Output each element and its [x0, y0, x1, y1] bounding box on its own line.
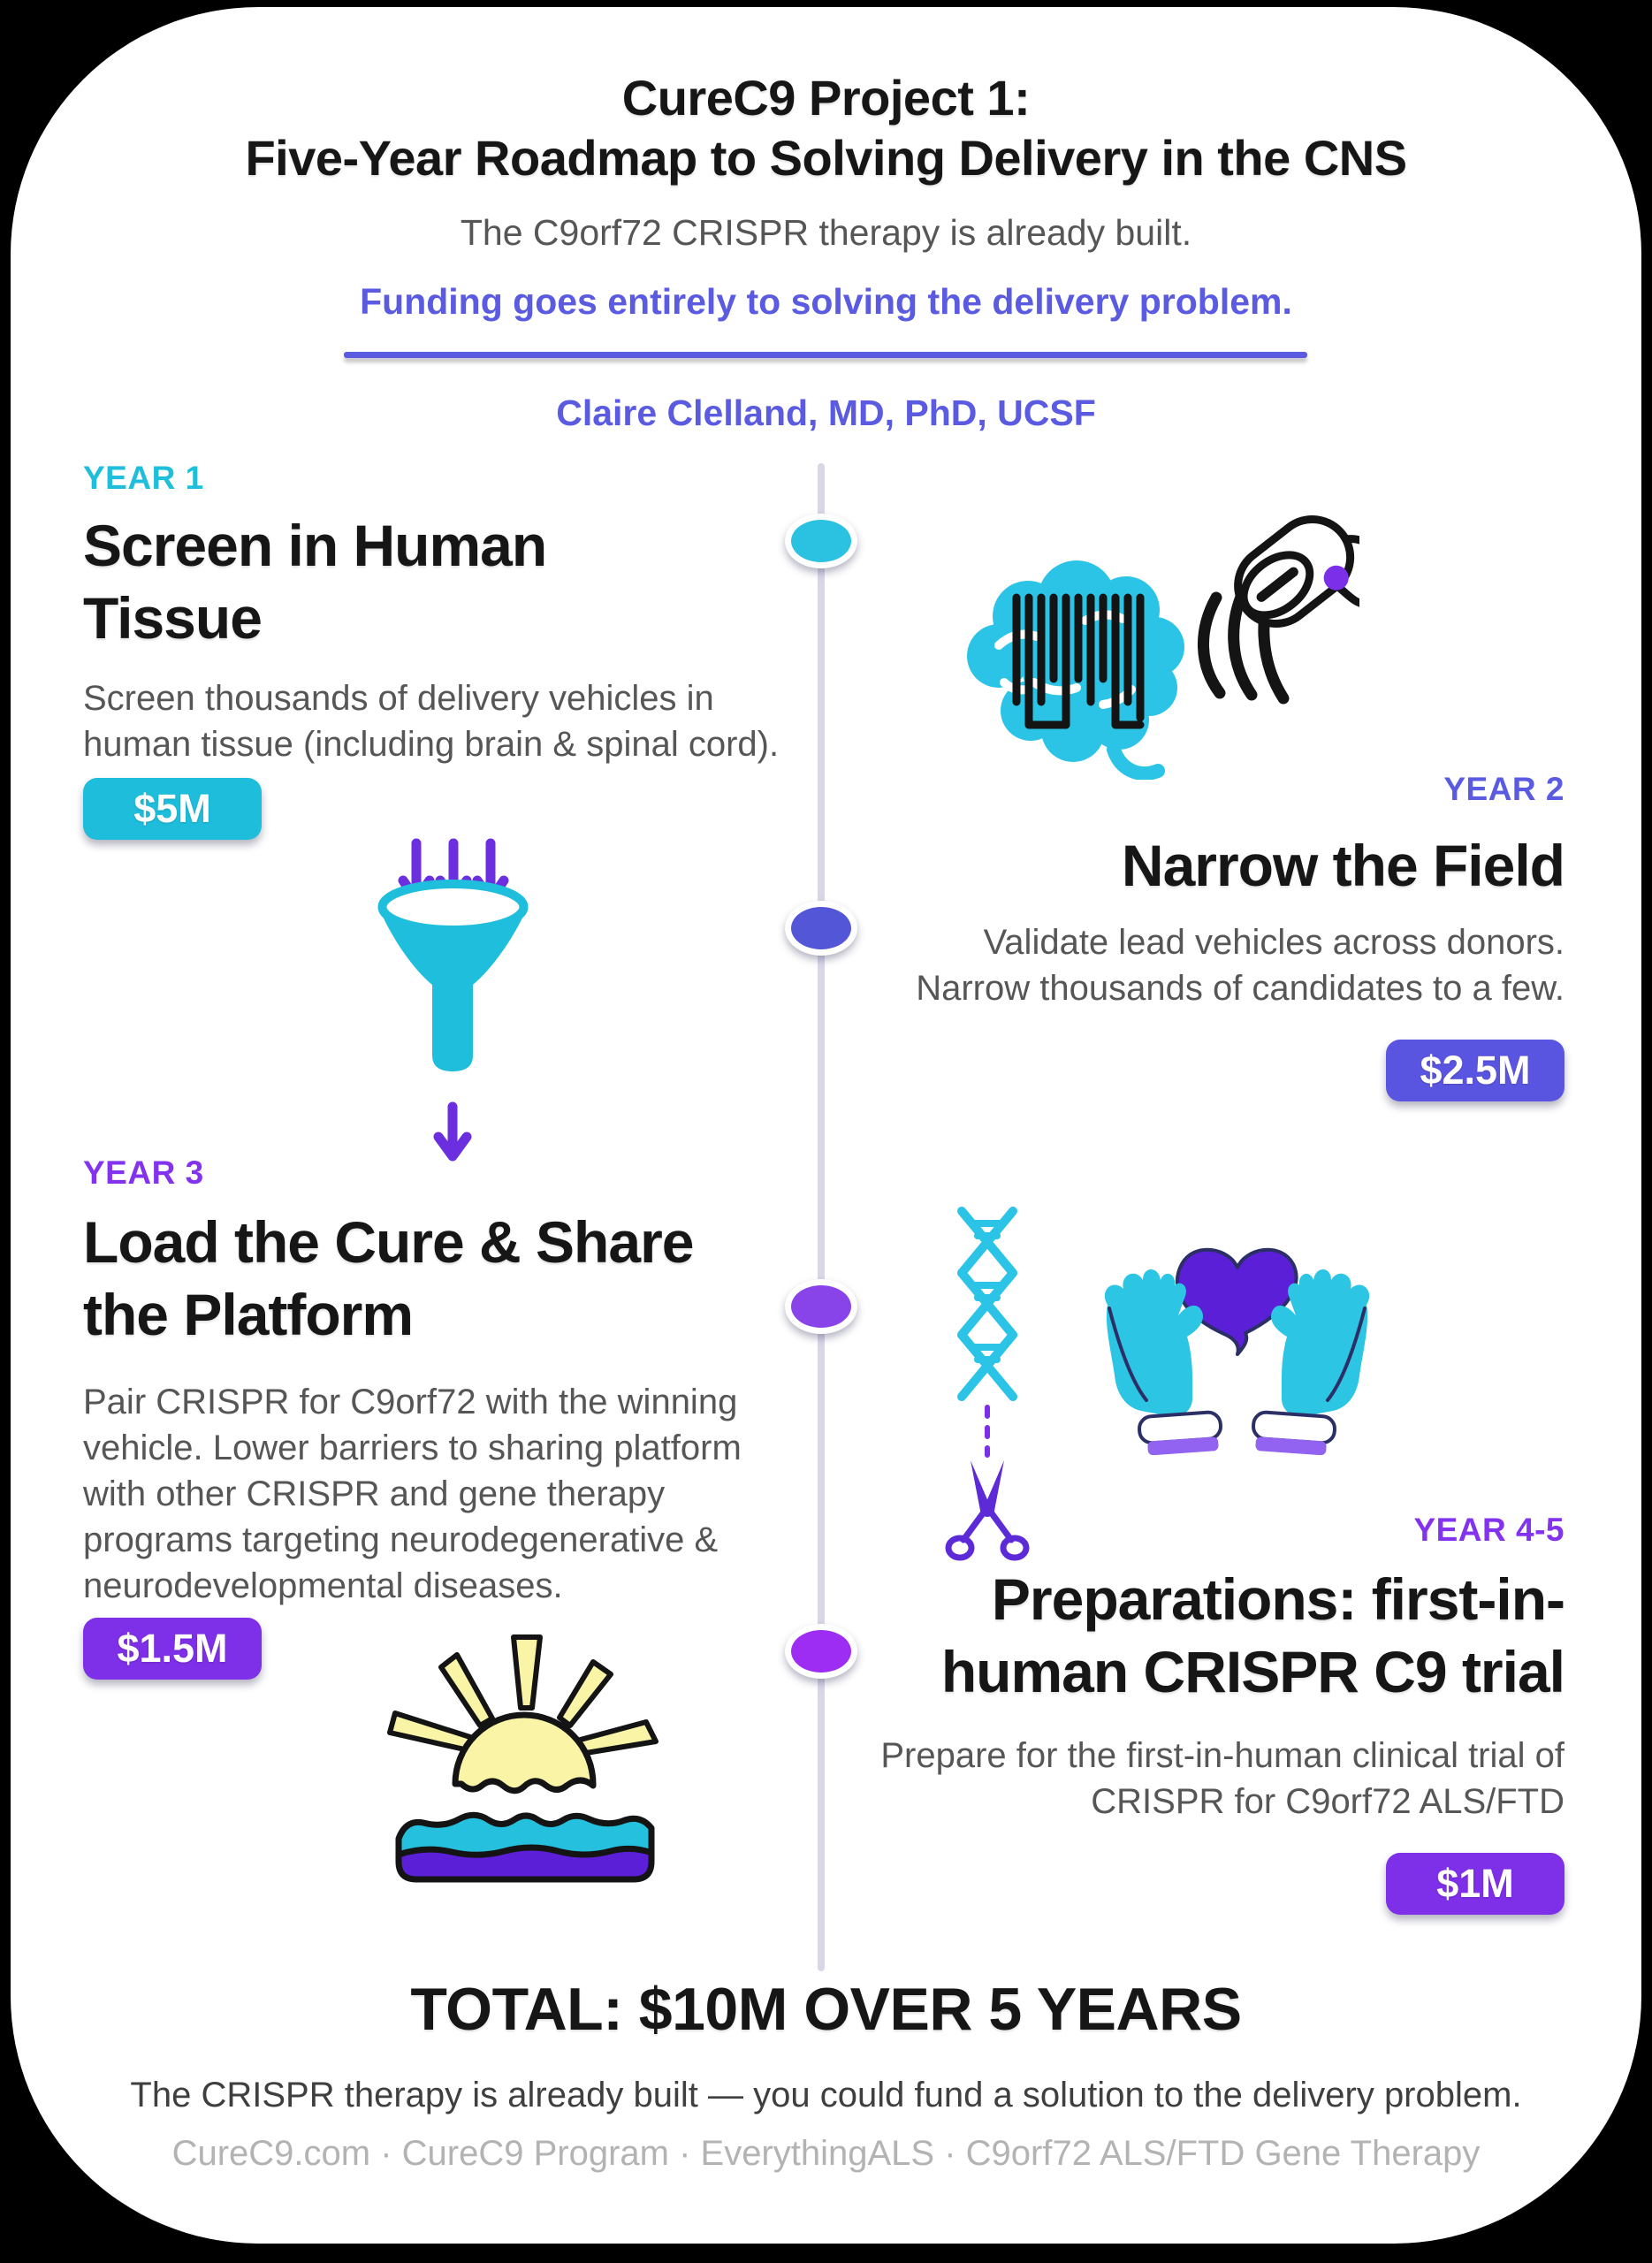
year-3-budget-badge: $1.5M	[83, 1618, 262, 1680]
page-title-line1: CureC9 Project 1:	[621, 70, 1031, 126]
hands-holding-heart-icon	[1093, 1234, 1381, 1455]
year-2-title: Narrow the Field	[1121, 833, 1565, 898]
timeline-dot-year-3	[785, 1279, 857, 1334]
year-2-label: YEAR 2	[1443, 771, 1564, 807]
year-1-description: Screen thousands of delivery vehicles in…	[83, 679, 780, 764]
header-divider	[344, 352, 1307, 358]
year-1-budget-badge: $5M	[83, 778, 262, 840]
infographic-card: CureC9 Project 1: Five-Year Roadmap to S…	[11, 7, 1641, 2244]
funnel-screening-icon	[367, 836, 539, 1183]
year-4-5-label: YEAR 4-5	[1413, 1512, 1564, 1548]
footer-links-line[interactable]: CureC9.com · CureC9 Program · Everything…	[171, 2134, 1481, 2173]
timeline-dot-year-4-5	[785, 1624, 857, 1679]
year-3-label: YEAR 3	[83, 1154, 204, 1191]
header-subtitle: The C9orf72 CRISPR therapy is already bu…	[460, 212, 1192, 253]
page-title-line2: Five-Year Roadmap to Solving Delivery in…	[245, 130, 1407, 186]
year-4-5-title: Preparations: first-in-human CRISPR C9 t…	[940, 1566, 1565, 1704]
sunrise-over-water-icon	[384, 1634, 666, 1888]
author-credit: Claire Clelland, MD, PhD, UCSF	[556, 392, 1096, 433]
year-3-description: Pair CRISPR for C9orf72 with the winning…	[83, 1383, 742, 1605]
year-1-title: Screen in Human Tissue	[83, 513, 547, 651]
year-4-5-description: Prepare for the first-in-human clinical …	[880, 1736, 1564, 1821]
timeline-dot-year-1	[785, 514, 857, 568]
dna-scissors-icon	[937, 1200, 1039, 1563]
timeline-dot-year-2	[785, 901, 857, 956]
total-heading: TOTAL: $10M OVER 5 YEARS	[410, 1976, 1242, 2043]
year-2-budget-badge: $2.5M	[1386, 1040, 1564, 1101]
year-1-label: YEAR 1	[83, 460, 204, 496]
year-2-description: Validate lead vehicles across donors. Na…	[916, 923, 1564, 1008]
brain-barcode-scanner-icon	[953, 513, 1359, 780]
footer-tagline: The CRISPR therapy is already built — yo…	[130, 2076, 1522, 2114]
funding-note: Funding goes entirely to solving the del…	[360, 281, 1292, 322]
year-4-5-budget-badge: $1M	[1386, 1853, 1564, 1915]
year-3-title: Load the Cure & Share the Platform	[83, 1209, 694, 1347]
timeline-track	[818, 463, 825, 1971]
